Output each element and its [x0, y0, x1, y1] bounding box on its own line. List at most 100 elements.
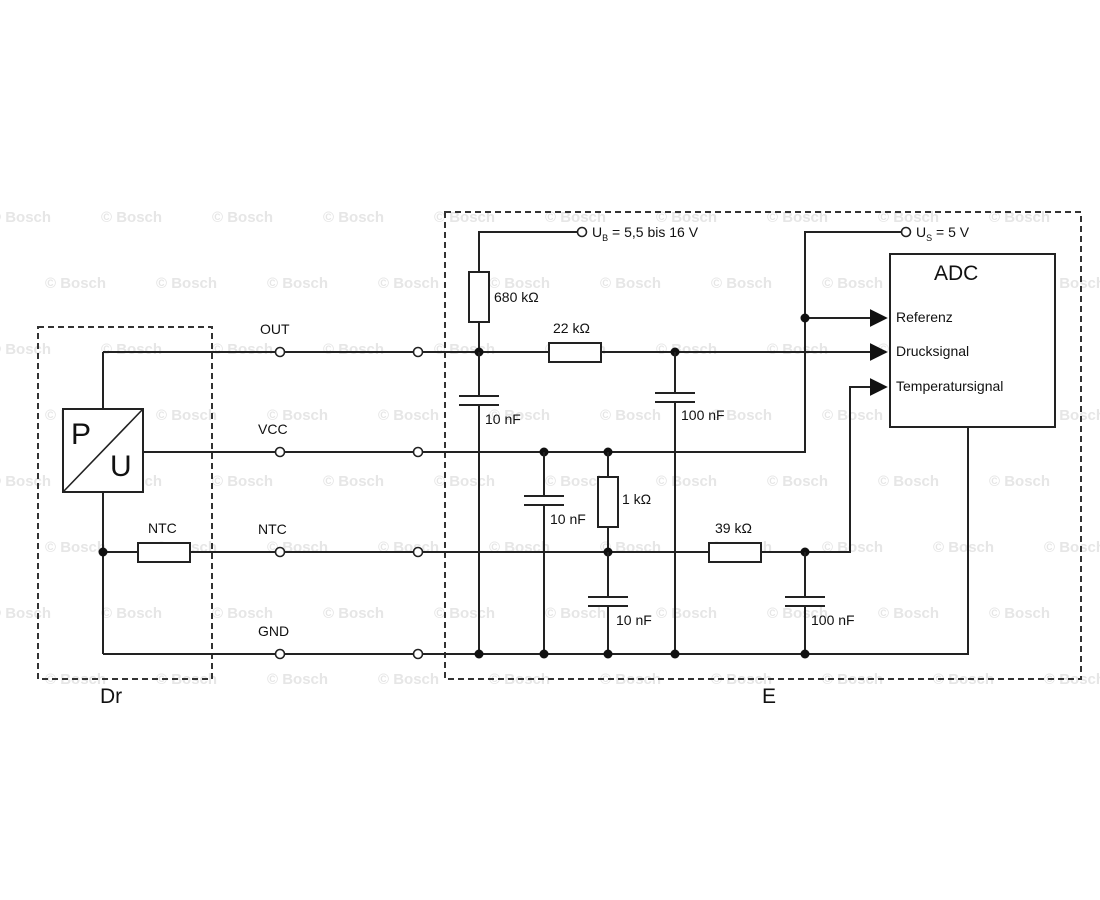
watermark-text: © Bosch: [212, 605, 273, 622]
watermark-text: © Bosch: [101, 341, 162, 358]
watermark-text: © Bosch: [0, 605, 51, 622]
watermark-text: © Bosch: [378, 407, 439, 424]
terminal-vcc-sensor: [274, 446, 286, 458]
watermark-text: © Bosch: [323, 473, 384, 490]
watermark-text: © Bosch: [378, 671, 439, 688]
terminal-ntc-ecu: [412, 546, 424, 558]
watermark-text: © Bosch: [45, 539, 106, 556]
watermark-text: © Bosch: [656, 341, 717, 358]
resistor-1k-label: 1 kΩ: [622, 491, 651, 507]
terminal-out-ecu: [412, 346, 424, 358]
watermark-text: © Bosch: [267, 275, 328, 292]
watermark-text: © Bosch: [323, 341, 384, 358]
watermark-text: © Bosch: [1044, 275, 1100, 292]
resistor-39k-label: 39 kΩ: [715, 520, 752, 536]
ub-supply-terminal: [576, 226, 588, 238]
adc-title: ADC: [934, 262, 978, 285]
watermark-text: © Bosch: [489, 539, 550, 556]
pin-label-ntc: NTC: [258, 521, 287, 537]
watermark-text: © Bosch: [156, 275, 217, 292]
cap-ntc-filter-label: 100 nF: [811, 612, 855, 628]
sensor-p-label: P: [71, 418, 91, 451]
watermark-text: © Bosch: [656, 209, 717, 226]
terminal-out-sensor: [274, 346, 286, 358]
adc-block: [889, 253, 1056, 428]
watermark-text: © Bosch: [933, 539, 994, 556]
watermark-text: © Bosch: [656, 473, 717, 490]
watermark-text: © Bosch: [434, 341, 495, 358]
watermark-text: © Bosch: [656, 605, 717, 622]
pin-label-gnd: GND: [258, 623, 289, 639]
watermark-layer: © Bosch © Bosch © Bosch © Bosch © Bosch © Bos…: [0, 209, 1100, 688]
node-gnd-3: [603, 649, 613, 659]
ecu-block-boundary: [444, 211, 1082, 680]
node-gnd-2: [539, 649, 549, 659]
sensor-block-boundary: [37, 326, 213, 680]
resistor-39k: [708, 542, 762, 563]
ecu-block-label: E: [762, 685, 776, 708]
watermark-text: © Bosch: [212, 473, 273, 490]
watermark-text: © Bosch: [600, 407, 661, 424]
us-supply-label: US = 5 V: [916, 224, 970, 243]
cap-out-in-label: 10 nF: [485, 411, 521, 427]
vcc-line-ecu: [422, 231, 902, 453]
cap-out-filter-label: 100 nF: [681, 407, 725, 423]
ntc-resistor-label: NTC: [148, 520, 177, 536]
watermark-text: © Bosch: [878, 605, 939, 622]
watermark-text: © Bosch: [878, 209, 939, 226]
watermark-text: © Bosch: [378, 275, 439, 292]
adc-input-referenz: Referenz: [896, 309, 953, 325]
sensor-diagonal: [62, 408, 144, 493]
resistor-22k-label: 22 kΩ: [553, 320, 590, 336]
watermark-text: © Bosch: [767, 209, 828, 226]
watermark-text: © Bosch: [212, 209, 273, 226]
watermark-text: © Bosch: [545, 605, 606, 622]
watermark-text: © Bosch: [1044, 407, 1100, 424]
watermark-text: © Bosch: [323, 605, 384, 622]
watermark-text: © Bosch: [156, 407, 217, 424]
pin-label-out: OUT: [260, 321, 290, 337]
node-gnd-5: [800, 649, 810, 659]
sensor-block-label: Dr: [100, 685, 122, 708]
watermark-text: © Bosch: [767, 473, 828, 490]
watermark-text: © Bosch: [989, 605, 1050, 622]
watermark-text: © Bosch: [323, 209, 384, 226]
terminal-vcc-ecu: [412, 446, 424, 458]
watermark-text: © Bosch: [822, 275, 883, 292]
watermark-text: © Bosch: [767, 341, 828, 358]
resistor-1k: [597, 476, 619, 528]
watermark-text: © Bosch: [267, 407, 328, 424]
ntc-resistor: [137, 542, 191, 563]
watermark-text: © Bosch: [878, 473, 939, 490]
watermark-text: © Bosch: [434, 473, 495, 490]
watermark-text: © Bosch: [989, 209, 1050, 226]
cap-vcc-label: 10 nF: [550, 511, 586, 527]
watermark-text: © Bosch: [0, 209, 51, 226]
adc-input-drucksignal: Drucksignal: [896, 343, 969, 359]
watermark-text: © Bosch: [711, 275, 772, 292]
cap-ntc-in-label: 10 nF: [616, 612, 652, 628]
watermark-text: © Bosch: [267, 671, 328, 688]
watermark-text: © Bosch: [489, 275, 550, 292]
watermark-text: © Bosch: [434, 209, 495, 226]
watermark-text: © Bosch: [0, 473, 51, 490]
watermark-text: © Bosch: [378, 539, 439, 556]
watermark-text: © Bosch: [434, 605, 495, 622]
watermark-text: © Bosch: [1044, 539, 1100, 556]
watermark-text: © Bosch: [0, 341, 51, 358]
watermark-text: © Bosch: [101, 209, 162, 226]
resistor-680k-label: 680 kΩ: [494, 289, 539, 305]
node-referenz: [800, 313, 810, 323]
watermark-text: © Bosch: [822, 407, 883, 424]
ub-supply-label: UB = 5,5 bis 16 V: [592, 224, 699, 243]
ub-supply-wire: [478, 231, 578, 272]
resistor-22k: [548, 342, 602, 363]
watermark-text: © Bosch: [767, 605, 828, 622]
node-gnd-1: [474, 649, 484, 659]
watermark-text: © Bosch: [989, 473, 1050, 490]
pin-label-vcc: VCC: [258, 421, 288, 437]
watermark-text: © Bosch: [545, 473, 606, 490]
watermark-text: © Bosch: [489, 407, 550, 424]
watermark-text: © Bosch: [45, 275, 106, 292]
